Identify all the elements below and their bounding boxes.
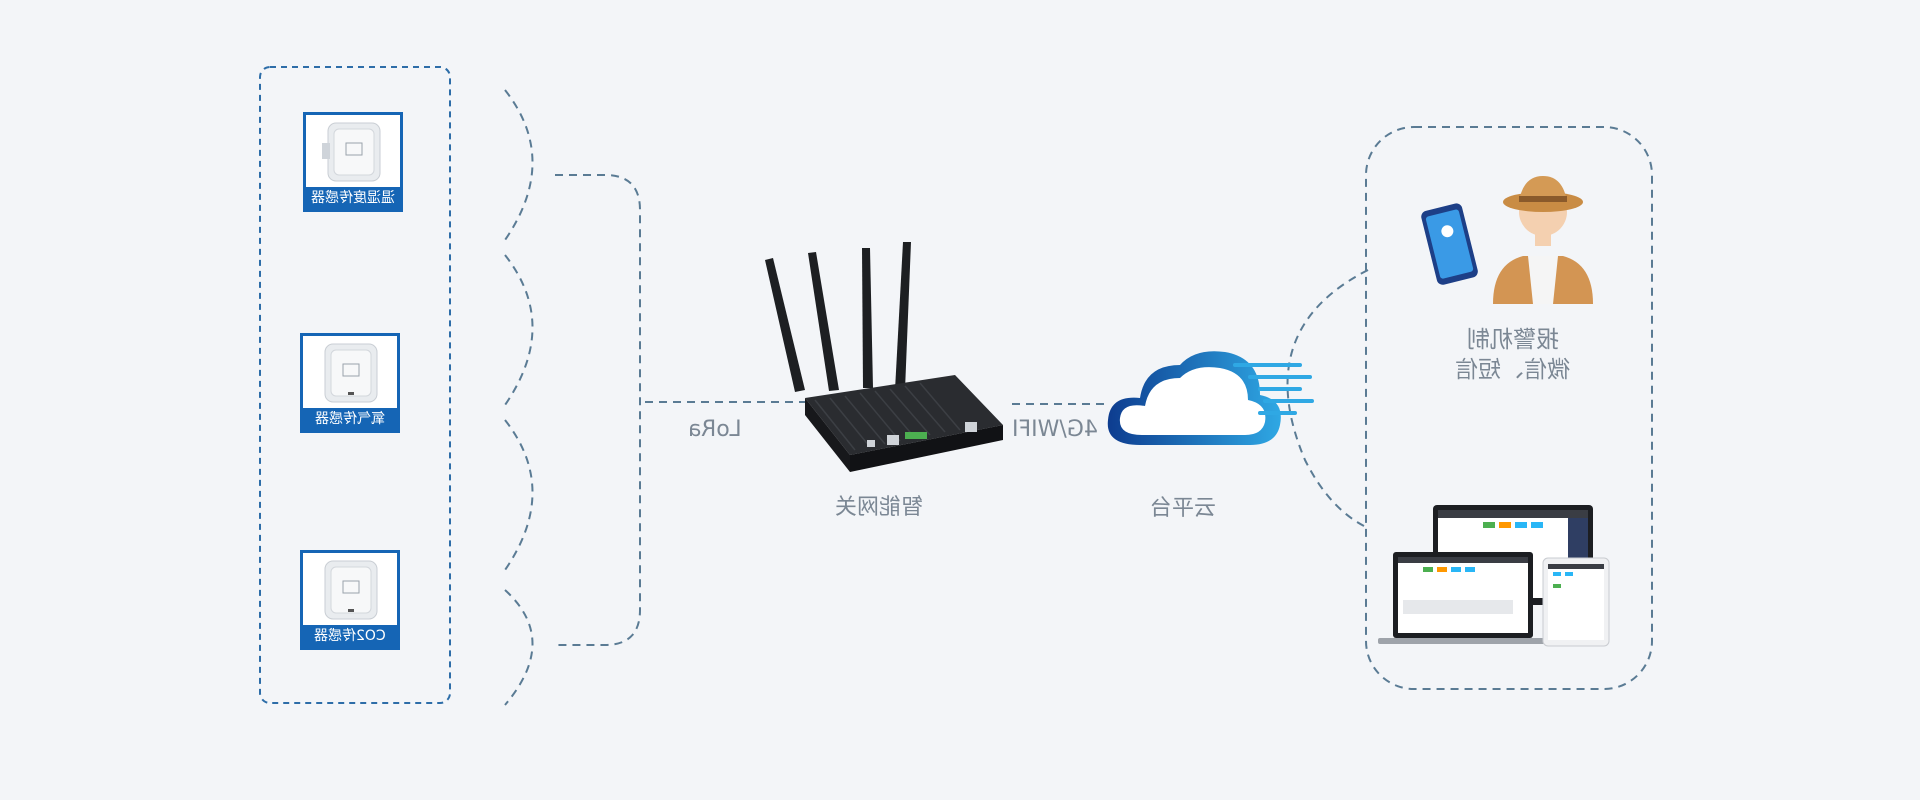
sensor-arc-1 xyxy=(504,89,534,241)
alarm-line-2: 微信、短信 xyxy=(1455,357,1570,383)
sensor-device-icon xyxy=(324,560,378,620)
wifi-label: 4G/WIFI xyxy=(1012,417,1098,442)
sensor-arc-4 xyxy=(504,589,534,706)
sensor-device-icon xyxy=(324,343,378,403)
sensor-label: 温湿度传感器 xyxy=(306,187,400,209)
cloud-icon xyxy=(1107,351,1314,445)
sensor-arc-3 xyxy=(504,419,534,571)
sensor-arc-2 xyxy=(504,254,534,406)
cloud-label: 云平台 xyxy=(1150,496,1217,521)
lora-label: LoRa xyxy=(688,417,742,442)
gateway-router-icon xyxy=(765,242,1003,472)
sensor-group-border xyxy=(259,66,451,704)
sensor-bracket xyxy=(555,174,641,646)
sensor-label: 氧气传感器 xyxy=(303,408,397,430)
sensor-card-co2[interactable]: CO2传感器 xyxy=(300,550,400,650)
sensor-card-temp-humidity[interactable]: 温湿度传感器 xyxy=(303,112,403,212)
sensor-device-icon xyxy=(322,122,381,182)
devices-dashboard-icon xyxy=(1378,505,1610,647)
farmer-with-phone-icon xyxy=(1421,176,1593,304)
sensor-card-oxygen[interactable]: 氧气传感器 xyxy=(300,333,400,433)
alarm-line-1: 报警机制 xyxy=(1466,327,1559,353)
output-group-border xyxy=(1365,126,1653,690)
cloud-arc xyxy=(1286,269,1369,529)
gateway-label: 智能网关 xyxy=(835,495,924,520)
sensor-label: CO2传感器 xyxy=(303,625,397,647)
alarm-text: 报警机制 微信、短信 xyxy=(1455,325,1570,385)
